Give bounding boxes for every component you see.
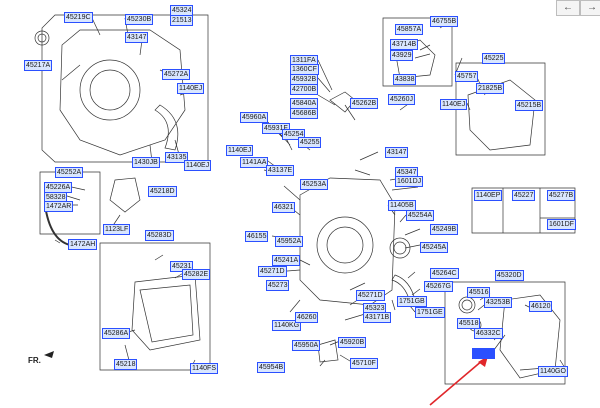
part-label-45267G[interactable]: 45267G xyxy=(424,281,453,292)
part-label-43838[interactable]: 43838 xyxy=(393,74,417,85)
part-label-1140EJ-c[interactable]: 1140EJ xyxy=(440,99,468,110)
part-label-42700B[interactable]: 42700B xyxy=(290,84,319,95)
part-label-1140EP[interactable]: 1140EP xyxy=(474,190,503,201)
part-label-43147-b[interactable]: 43147 xyxy=(385,147,409,158)
part-label-46755B[interactable]: 46755B xyxy=(430,16,459,27)
part-label-45227[interactable]: 45227 xyxy=(512,190,536,201)
part-label-45241A[interactable]: 45241A xyxy=(272,255,301,266)
part-label-21825B[interactable]: 21825B xyxy=(476,83,505,94)
red-pointer-arrow xyxy=(429,359,484,406)
part-label-46332C[interactable]: 46332C xyxy=(474,328,503,339)
part-label-1140KG[interactable]: 1140KG xyxy=(272,320,302,331)
part-label-1123LF[interactable]: 1123LF xyxy=(103,224,131,235)
part-label-1140EJ-d[interactable]: 1140EJ xyxy=(226,145,254,156)
part-label-45931F[interactable]: 45931F xyxy=(262,123,290,134)
part-label-45518[interactable]: 45518 xyxy=(457,318,481,329)
forward-button[interactable]: → xyxy=(580,0,600,16)
back-button[interactable]: ← xyxy=(556,0,580,16)
part-label-45282E[interactable]: 45282E xyxy=(182,269,211,280)
part-label-45272A[interactable]: 45272A xyxy=(162,69,191,80)
front-orientation-label: FR. xyxy=(28,356,41,365)
part-label-1430JB[interactable]: 1430JB xyxy=(132,157,160,168)
oil-pan-frame xyxy=(99,242,211,371)
part-label-45254A[interactable]: 45254A xyxy=(406,210,435,221)
part-label-45757[interactable]: 45757 xyxy=(455,71,479,82)
cover-group-frame xyxy=(382,17,453,87)
transmission-case xyxy=(59,29,186,156)
part-label-45277B[interactable]: 45277B xyxy=(547,190,576,201)
part-label-11405B[interactable]: 11405B xyxy=(388,200,416,211)
part-label-45273[interactable]: 45273 xyxy=(266,280,290,291)
arrow-left-icon: ← xyxy=(563,2,573,13)
part-label-43171B[interactable]: 43171B xyxy=(363,312,392,323)
part-label-1601DF[interactable]: 1601DF xyxy=(547,219,576,230)
part-label-1601DJ[interactable]: 1601DJ xyxy=(395,176,424,187)
part-label-45286A[interactable]: 45286A xyxy=(102,328,131,339)
part-label-45271D[interactable]: 45271D xyxy=(258,266,287,277)
part-label-43137E[interactable]: 43137E xyxy=(266,165,295,176)
part-label-45218[interactable]: 45218 xyxy=(114,359,138,370)
part-label-46120[interactable]: 46120 xyxy=(529,301,553,312)
part-label-1472AR[interactable]: 1472AR xyxy=(44,201,74,212)
part-label-45271D-b[interactable]: 45271D xyxy=(356,290,385,301)
part-label-45260J[interactable]: 45260J xyxy=(388,94,415,105)
part-label-45954B[interactable]: 45954B xyxy=(257,362,286,373)
part-label-43147[interactable]: 43147 xyxy=(125,32,149,43)
part-label-45255[interactable]: 45255 xyxy=(298,137,322,148)
part-label-45686B[interactable]: 45686B xyxy=(290,108,319,119)
part-label-45320D[interactable]: 45320D xyxy=(495,270,524,281)
part-label-45950A[interactable]: 45950A xyxy=(292,340,321,351)
part-label-45952A[interactable]: 45952A xyxy=(275,236,304,247)
arrow-right-icon: → xyxy=(587,2,597,13)
part-label-1751GB[interactable]: 1751GB xyxy=(397,296,427,307)
part-label-1751GE[interactable]: 1751GE xyxy=(415,307,445,318)
part-label-46321[interactable]: 46321 xyxy=(272,202,296,213)
part-label-45231[interactable]: 45231 xyxy=(170,261,194,272)
part-label-45254[interactable]: 45254 xyxy=(282,129,306,140)
part-label-1472AH[interactable]: 1472AH xyxy=(68,239,98,250)
part-label-45253A[interactable]: 45253A xyxy=(300,179,329,190)
center-housing xyxy=(299,177,396,306)
part-label-1140FS[interactable]: 1140FS xyxy=(190,363,218,374)
bolt-table-frame xyxy=(471,187,576,234)
part-label-45710F[interactable]: 45710F xyxy=(350,358,378,369)
part-label-45225[interactable]: 45225 xyxy=(482,53,506,64)
part-label-47711-highlighted[interactable]: 47711 xyxy=(472,348,495,359)
part-label-43253B[interactable]: 43253B xyxy=(484,297,513,308)
part-label-45857A[interactable]: 45857A xyxy=(395,24,424,35)
front-direction-arrow xyxy=(44,351,54,358)
part-label-46155[interactable]: 46155 xyxy=(245,231,269,242)
part-label-46260[interactable]: 46260 xyxy=(295,312,319,323)
part-label-1140EJ[interactable]: 1140EJ xyxy=(177,83,205,94)
part-label-45230B[interactable]: 45230B xyxy=(125,14,154,25)
case-group-frame xyxy=(41,14,209,163)
part-label-45960A[interactable]: 45960A xyxy=(240,112,269,123)
part-label-45283D[interactable]: 45283D xyxy=(145,230,174,241)
part-label-1140EJ-b[interactable]: 1140EJ xyxy=(184,160,212,171)
part-label-43929[interactable]: 43929 xyxy=(390,50,414,61)
part-label-45218D[interactable]: 45218D xyxy=(148,186,177,197)
side-cover-frame xyxy=(444,281,566,385)
part-label-43714B[interactable]: 43714B xyxy=(390,39,419,50)
case-bore xyxy=(79,59,141,121)
part-label-45920B[interactable]: 45920B xyxy=(338,337,367,348)
part-label-45516[interactable]: 45516 xyxy=(467,287,491,298)
part-label-45249B[interactable]: 45249B xyxy=(430,224,459,235)
part-label-45245A[interactable]: 45245A xyxy=(420,242,449,253)
part-label-45219C[interactable]: 45219C xyxy=(64,12,93,23)
part-label-45215B[interactable]: 45215B xyxy=(515,100,544,111)
part-label-45252A[interactable]: 45252A xyxy=(55,167,84,178)
part-label-45217A[interactable]: 45217A xyxy=(24,60,53,71)
part-label-1141AA[interactable]: 1141AA xyxy=(240,157,269,168)
rear-cover-frame xyxy=(455,62,546,156)
part-label-1140GO[interactable]: 1140GO xyxy=(538,366,568,377)
part-label-21513[interactable]: 21513 xyxy=(170,15,194,26)
part-label-43135[interactable]: 43135 xyxy=(165,152,189,163)
part-label-45264C[interactable]: 45264C xyxy=(430,268,459,279)
part-label-45262B[interactable]: 45262B xyxy=(350,98,379,109)
